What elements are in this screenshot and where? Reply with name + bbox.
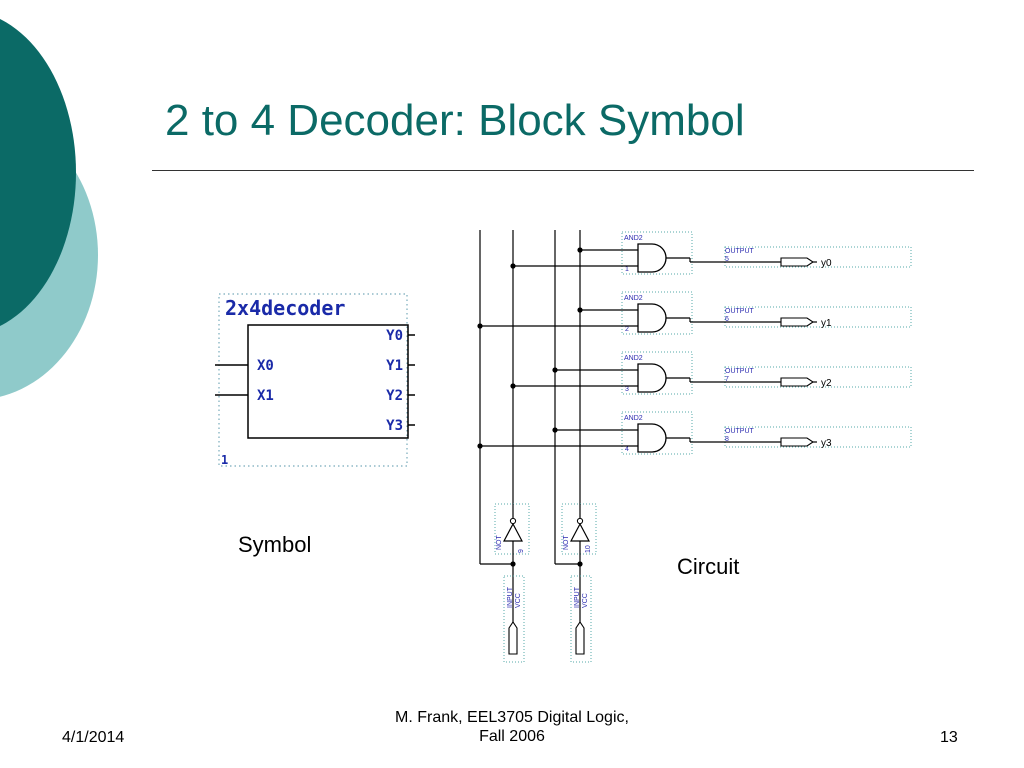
footer-page-number: 13 xyxy=(940,729,958,746)
not-gate-number: 10 xyxy=(585,545,592,553)
not-gate-number: 9 xyxy=(518,549,525,553)
output-type-label: OUTPUT xyxy=(725,368,755,375)
output-pin-frame xyxy=(724,306,912,328)
and-gate-type-label: AND2 xyxy=(624,235,643,242)
and-gate-icon xyxy=(637,423,667,453)
output-pin-icon xyxy=(780,377,814,387)
output-type-label: OUTPUT xyxy=(725,428,755,435)
output-pin-frame xyxy=(724,246,912,268)
output-pin-number: 7 xyxy=(725,376,729,383)
input-pin-frame xyxy=(503,575,525,663)
symbol-input-x1: X1 xyxy=(257,388,274,404)
output-pin-icon xyxy=(780,437,814,447)
and-gate-icon xyxy=(637,243,667,273)
and-gate-icon xyxy=(637,363,667,393)
symbol-output-y3: Y3 xyxy=(386,418,403,434)
symbol-name: 2x4decoder xyxy=(225,296,345,320)
footer-author-line2: Fall 2006 xyxy=(479,728,545,745)
output-pin-number: 8 xyxy=(725,436,729,443)
output-type-label: OUTPUT xyxy=(725,248,755,255)
and-gate-type-label: AND2 xyxy=(624,295,643,302)
output-label-y1: y1 xyxy=(821,318,832,329)
not-gate-icon xyxy=(503,522,523,542)
wire-junction xyxy=(477,443,483,449)
input-value-label: VCC xyxy=(515,593,522,608)
and-gate-number: 1 xyxy=(625,266,629,273)
and-gate-number: 4 xyxy=(625,446,629,453)
symbol-caption: Symbol xyxy=(238,532,312,557)
wire-junction xyxy=(510,263,516,269)
not-bubble-icon xyxy=(509,517,517,525)
footer-author-line1: M. Frank, EEL3705 Digital Logic, xyxy=(395,709,629,726)
wire-junction xyxy=(477,323,483,329)
wire-junction xyxy=(552,367,558,373)
output-pin-number: 5 xyxy=(725,256,729,263)
and-gate-frame xyxy=(621,291,693,335)
symbol-body xyxy=(247,324,409,439)
wire-junction xyxy=(577,247,583,253)
not-type-label: NOT xyxy=(563,535,570,551)
and-gate-number: 3 xyxy=(625,386,629,393)
output-pin-icon xyxy=(780,317,814,327)
wire-junction xyxy=(510,383,516,389)
and-gate-icon xyxy=(637,303,667,333)
and-gate-number: 2 xyxy=(625,326,629,333)
input-pin-icon xyxy=(575,621,585,655)
footer-date: 4/1/2014 xyxy=(62,729,125,746)
and-gate-frame xyxy=(621,231,693,275)
decoder-block-symbol: 2x4decoder X0 X1 Y0 Y1 Y2 Y3 1 xyxy=(215,293,415,467)
symbol-input-x0: X0 xyxy=(257,358,274,374)
output-pin-frame xyxy=(724,426,912,448)
slide-title: 2 to 4 Decoder: Block Symbol xyxy=(165,96,745,145)
circuit-caption: Circuit xyxy=(677,554,740,579)
and-gate-type-label: AND2 xyxy=(624,415,643,422)
not-type-label: NOT xyxy=(496,535,503,551)
footer-author: M. Frank, EEL3705 Digital Logic, Fall 20… xyxy=(372,708,652,746)
input-type-label: INPUT xyxy=(507,586,514,608)
output-label-y2: y2 xyxy=(821,378,832,389)
symbol-instance-number: 1 xyxy=(221,453,228,467)
input-pin-frame xyxy=(570,575,592,663)
symbol-output-y1: Y1 xyxy=(386,358,403,374)
input-value-label: VCC xyxy=(582,593,589,608)
output-label-y3: y3 xyxy=(821,438,832,449)
and-gate-type-label: AND2 xyxy=(624,355,643,362)
title-underline xyxy=(152,170,974,171)
not-gate-icon xyxy=(570,522,590,542)
output-pin-number: 6 xyxy=(725,316,729,323)
and-gate-frame xyxy=(621,351,693,395)
input-type-label: INPUT xyxy=(574,586,581,608)
wire-junction xyxy=(577,307,583,313)
input-pin-icon xyxy=(508,621,518,655)
output-pin-frame xyxy=(724,366,912,388)
not-bubble-icon xyxy=(576,517,584,525)
output-type-label: OUTPUT xyxy=(725,308,755,315)
symbol-output-y0: Y0 xyxy=(386,328,403,344)
wire-junction xyxy=(552,427,558,433)
and-gate-frame xyxy=(621,411,693,455)
output-label-y0: y0 xyxy=(821,258,832,269)
symbol-output-y2: Y2 xyxy=(386,388,403,404)
output-pin-icon xyxy=(780,257,814,267)
